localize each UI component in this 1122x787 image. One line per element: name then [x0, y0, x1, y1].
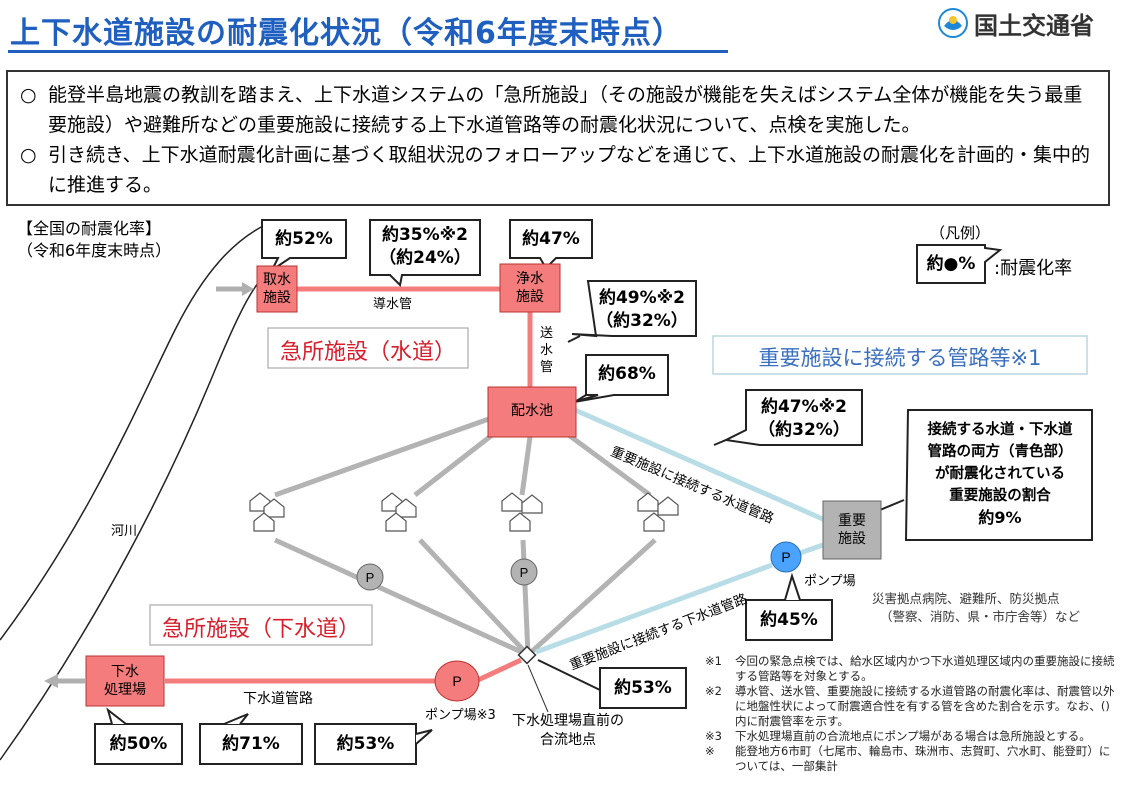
sewer-pump-rate: 約53% [336, 734, 395, 754]
national-rate-label: 【全国の耐震化率】 （令和6年度末時点） [17, 219, 172, 260]
distribution-pipes [273, 412, 657, 658]
intake-rate: 約52% [275, 229, 333, 249]
important-facility-label: 重要 施設 [838, 513, 866, 547]
water-important-quake-rate: （約32%） [758, 420, 850, 440]
page-title: 上下水道施設の耐震化状況（令和6年度末時点） [10, 16, 683, 51]
reservoir-rate: 約68% [598, 364, 656, 384]
svg-text:P: P [452, 673, 461, 689]
junction-rate: 約53% [614, 678, 672, 698]
sewer-pump-icon [434, 660, 480, 702]
important-facility-examples: 災害拠点病院、避難所、防災拠点 （警察、消防、県・市庁舎等）など [872, 591, 1081, 624]
inflow-arrow-icon [242, 282, 254, 296]
sewer-critical-heading: 急所施設（下水道） [161, 617, 360, 642]
mlit-logo: 国土交通省 [938, 6, 1094, 40]
legend-sample: 約●% [926, 254, 976, 274]
reservoir-box [487, 386, 577, 438]
sewer-main-rate: 約71% [222, 734, 280, 754]
intake-facility-box [256, 265, 298, 313]
svg-text:P: P [781, 549, 790, 565]
legend-bubble [916, 244, 1003, 284]
pump-icon [356, 563, 384, 591]
junction-diamond-icon [517, 645, 537, 665]
treatment-plant-rate: 約50% [109, 734, 168, 754]
mlit-logo-icon [938, 8, 968, 38]
conveyance-pipe-label: 導水管 [373, 297, 413, 312]
pump-station-rate: 約45% [760, 610, 818, 630]
pump-station-label: ポンプ場 [804, 574, 856, 589]
conveyance-quake-rate: （約24%） [379, 248, 471, 268]
water-important-rate: 約47%※2 [760, 397, 848, 417]
junction-label: 下水処理場直前の 合流地点 [512, 713, 624, 748]
pump-icon [510, 558, 538, 586]
transmission-rate: 約49%※2 [598, 288, 686, 308]
callout-shapes [94, 219, 1093, 765]
sewer-pipe-to-important [535, 562, 773, 655]
river-label: 河川 [111, 524, 138, 539]
intro-item: ○能登半島地震の教訓を踏まえ、上下水道システムの「急所施設」（その施設が機能を失… [20, 84, 1083, 136]
intake-facility-label: 取水 施設 [263, 272, 291, 306]
svg-text:P: P [520, 565, 529, 580]
logo-text: 国土交通省 [974, 11, 1094, 40]
both-pipes-callout: 接続する水道・下水道 管路の両方（青色部） が耐震化されている 重要施設の割合 … [927, 422, 1073, 527]
legend-title: （凡例） [930, 224, 991, 242]
river-bank-right [0, 264, 276, 761]
outflow-arrow-icon [44, 674, 58, 688]
important-pipes-heading-box [712, 335, 1088, 375]
sewer-main-pipe-label: 下水道管路 [243, 691, 313, 707]
water-pipe-to-important [573, 407, 827, 523]
intro-box: ○能登半島地震の教訓を踏まえ、上下水道システムの「急所施設」（その施設が機能を失… [6, 70, 1110, 206]
transmission-quake-rate: （約32%） [596, 311, 688, 331]
footnote: ※能登地方6市町（七尾市、輪島市、珠洲市、志賀町、穴水町、能登町）については、一… [705, 744, 1111, 773]
purification-facility-label: 浄水 施設 [516, 271, 544, 305]
transmission-pipe-label: 送 水 管 [540, 326, 554, 375]
purification-rate: 約47% [522, 229, 580, 249]
house-icons [249, 492, 679, 532]
reservoir-label: 配水池 [511, 403, 553, 419]
conveyance-rate: 約35%※2 [381, 225, 469, 245]
pump-station-icon [770, 541, 802, 573]
legend-meaning: :耐震化率 [994, 258, 1073, 279]
important-facility-box [822, 500, 882, 560]
important-pipes-heading: 重要施設に接続する管路等※1 [758, 346, 1042, 370]
river-bank-left [0, 224, 266, 641]
treatment-plant-box [85, 655, 165, 707]
sewer-heading-box [149, 604, 373, 646]
sewer-pump-label: ポンプ場※3 [425, 708, 496, 723]
svg-text:P: P [366, 570, 375, 585]
water-critical-heading: 急所施設（水道） [279, 340, 456, 365]
intro-item: ○引き続き、上下水道耐震化計画に基づく取組状況のフォローアップなどを通じて、上下… [20, 144, 1090, 196]
treatment-plant-label: 下水 処理場 [104, 664, 146, 698]
water-heading-box [267, 327, 469, 369]
purification-facility-box [499, 263, 561, 313]
title-underline [8, 50, 728, 53]
